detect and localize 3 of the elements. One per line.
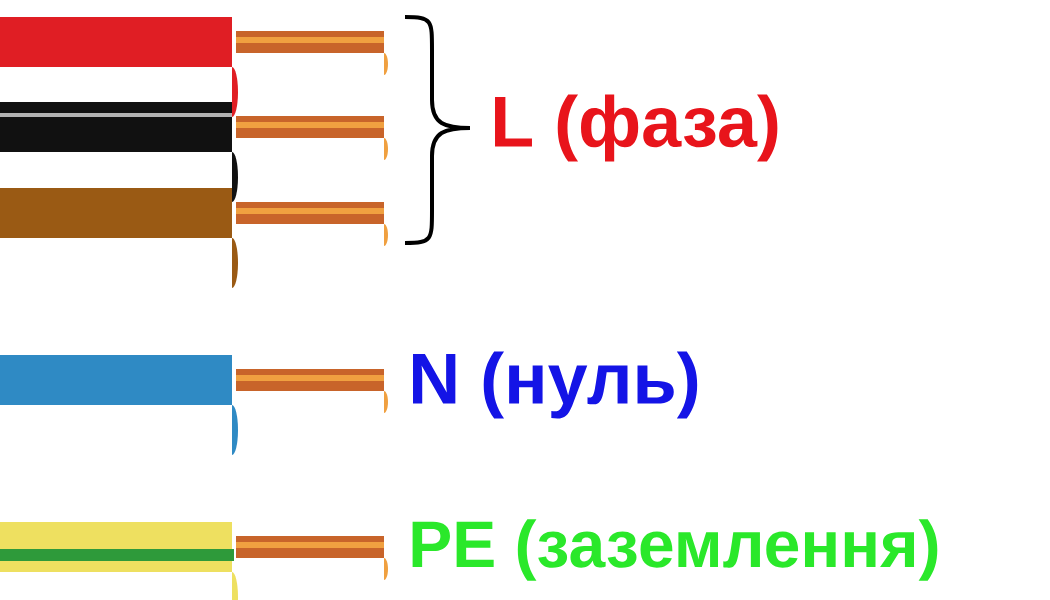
wire-label: L (фаза) [495,94,778,162]
wire-label: PE (заземлення) [412,519,938,581]
wire-label: N (нуль) [413,351,698,419]
